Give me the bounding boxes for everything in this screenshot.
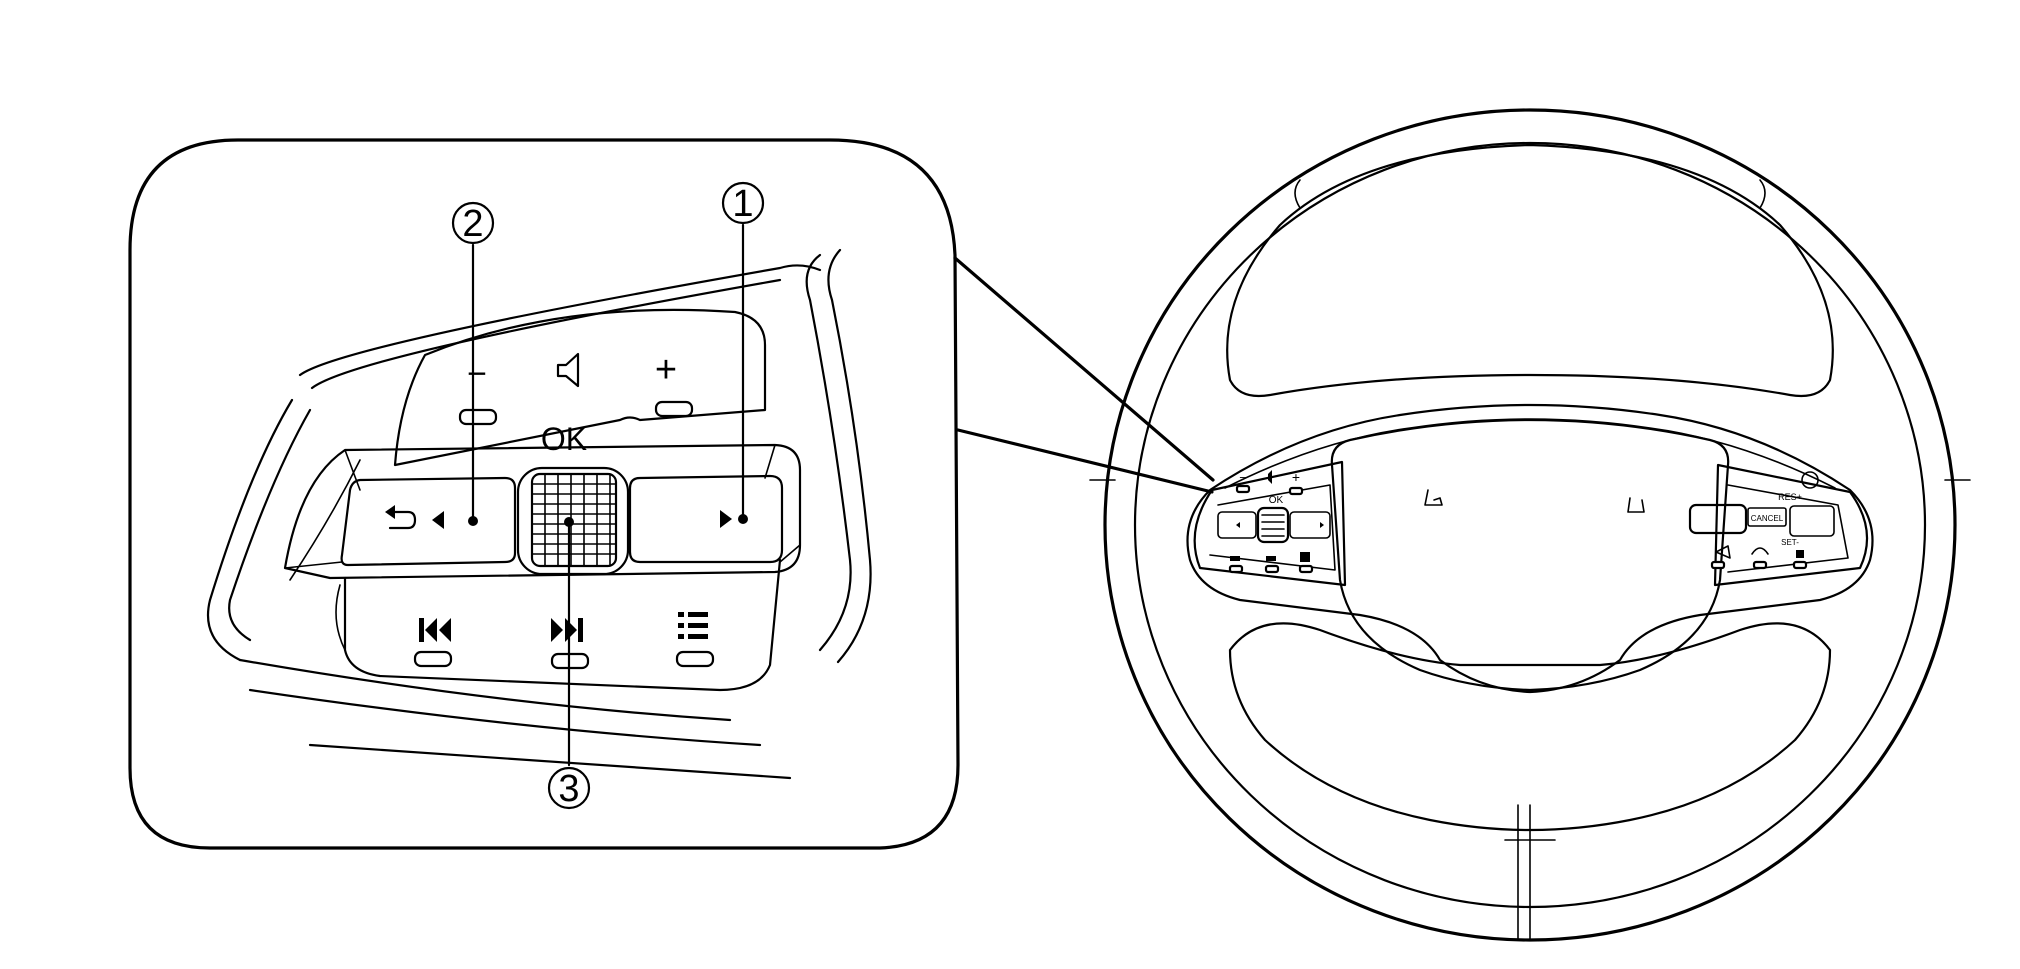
svg-text:−: − — [1239, 470, 1247, 485]
svg-text:3: 3 — [558, 768, 579, 810]
return-arrow-icon — [385, 505, 417, 530]
menu-button[interactable] — [675, 612, 715, 668]
center-dial[interactable] — [516, 466, 630, 576]
wheel-left-switch-cluster: − + OK — [1193, 460, 1347, 587]
middle-bezel — [283, 443, 802, 580]
lower-pod — [343, 558, 782, 692]
dial-grip-lines — [531, 473, 617, 567]
right-triangle-icon — [720, 510, 732, 528]
svg-text:1: 1 — [732, 183, 753, 225]
wheel-hub — [1330, 418, 1730, 692]
volume-plus-led — [654, 400, 694, 418]
menu-led — [675, 650, 715, 668]
pointer-line-top — [953, 256, 1215, 482]
volume-pod — [393, 308, 767, 467]
volume-plus-label[interactable]: + — [655, 349, 677, 391]
wheel-lower-opening — [1228, 622, 1832, 832]
steering-wheel: − + OK RES+ — [1089, 108, 1971, 942]
left-triangle-icon — [432, 511, 444, 529]
svg-text:+: + — [1292, 469, 1300, 485]
callout-3: 3 — [547, 766, 591, 810]
wheel-spoke — [1186, 403, 1874, 694]
speaker-icon — [556, 352, 580, 388]
previous-track-led — [413, 650, 453, 668]
callout-2: 2 — [451, 201, 495, 245]
previous-track-icon — [419, 618, 451, 642]
ok-label: OK — [541, 421, 587, 457]
wheel-rim-outer-inner — [1133, 141, 1927, 909]
volume-minus-led — [458, 408, 498, 426]
pointer-line-bottom — [956, 428, 1214, 494]
next-track-icon — [551, 618, 583, 642]
svg-text:OK: OK — [1269, 495, 1284, 506]
previous-track-button[interactable] — [413, 618, 453, 668]
volume-minus-label: − — [467, 355, 487, 393]
zoom-panel-frame — [128, 138, 960, 850]
back-left-button[interactable] — [340, 476, 517, 567]
callout-1: 1 — [721, 181, 765, 225]
zoom-panel: − + OK — [128, 138, 1215, 850]
wheel-upper-opening — [1226, 143, 1834, 398]
wheel-right-switch-cluster: RES+ CANCEL SET- — [1688, 463, 1869, 587]
svg-text:RES+: RES+ — [1778, 492, 1802, 502]
right-arrow-button[interactable] — [628, 474, 784, 564]
svg-text:SET-: SET- — [1781, 538, 1799, 547]
menu-list-icon — [678, 612, 708, 639]
svg-text:2: 2 — [462, 203, 483, 245]
svg-text:CANCEL: CANCEL — [1751, 514, 1784, 523]
